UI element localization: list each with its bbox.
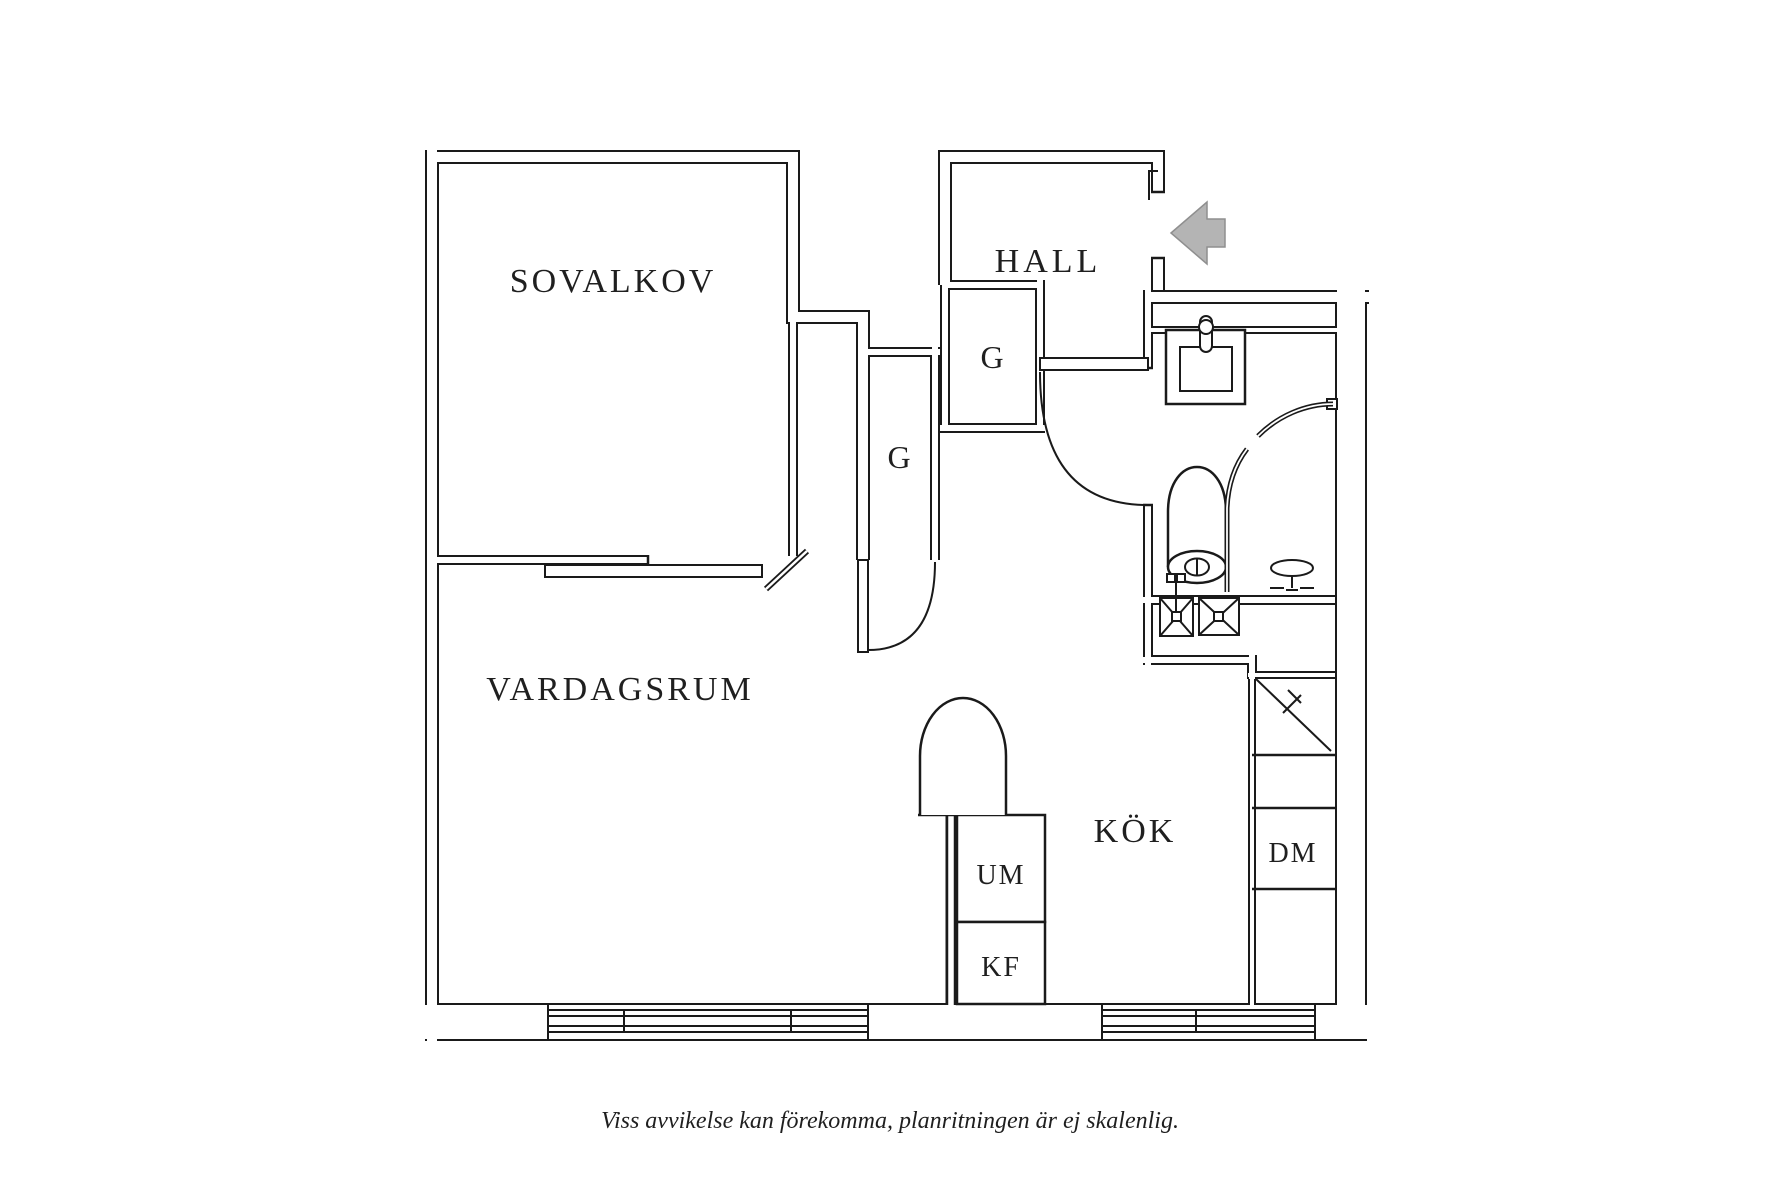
window-right <box>1101 1003 1316 1041</box>
appliance-label-dm: DM <box>1268 838 1317 869</box>
room-label-kok: KÖK <box>1094 813 1177 850</box>
sliding-door <box>544 564 763 578</box>
room-label-hall: HALL <box>995 243 1102 280</box>
appliance-label-um: UM <box>976 860 1025 891</box>
washing-machine-icon <box>1159 573 1194 637</box>
appliance-label-kf: KF <box>981 952 1021 983</box>
closet-label-g1: G <box>887 439 910 475</box>
tumble-dryer-icon <box>1198 597 1240 636</box>
entry-arrow-icon <box>1169 200 1226 266</box>
closet-door-swing <box>857 559 936 653</box>
floor-drain-icon <box>1270 559 1314 591</box>
shower-rail <box>1224 398 1338 592</box>
window-left <box>547 1003 869 1041</box>
disclaimer-caption: Viss avvikelse kan förekomma, planritnin… <box>601 1108 1179 1134</box>
closet-label-g2: G <box>980 339 1003 375</box>
faucet-icon <box>1198 315 1214 353</box>
toilet <box>1166 465 1228 585</box>
room-label-vardagsrum: VARDAGSRUM <box>486 671 753 708</box>
room-label-sovalkov: SOVALKOV <box>510 263 717 300</box>
kitchen-counter-sink-symbol-icon <box>1255 678 1332 752</box>
bathroom-door-swing <box>1039 357 1149 506</box>
fireplace-arch <box>918 696 1008 815</box>
bathroom-sink <box>1164 315 1247 406</box>
appliance-stack <box>918 813 1047 1006</box>
kitchen-counter <box>1252 678 1335 891</box>
